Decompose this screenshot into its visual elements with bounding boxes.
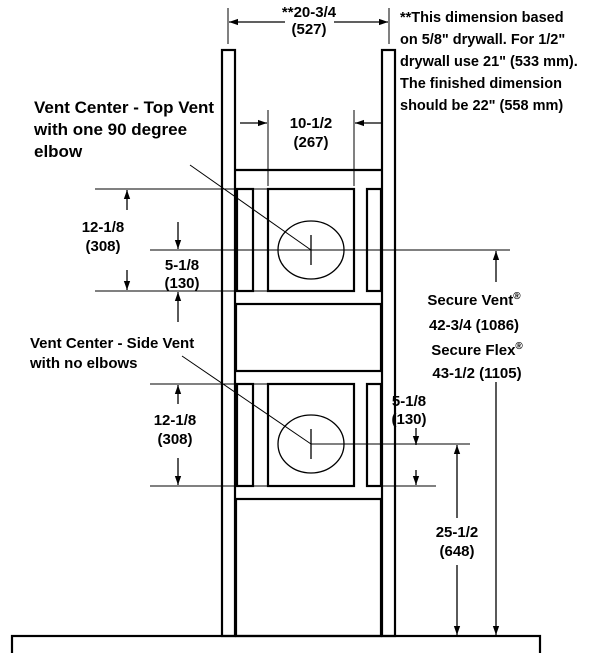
dim-top-box-height-line1: 12-1/8 — [82, 219, 125, 236]
side-vent-box — [266, 382, 356, 488]
dim-inner-width-line1: 10-1/2 — [290, 115, 333, 132]
top-vent-label-line: elbow — [34, 142, 83, 161]
dim-inner-width: 10-1/2 (267) — [240, 110, 382, 186]
dim-side-offset: 5-1/8 (130) — [311, 393, 470, 487]
top-vent-label-line: Vent Center - Top Vent — [34, 98, 214, 117]
top-vent-box — [266, 187, 356, 293]
dim-side-box-height-line2: (308) — [157, 431, 192, 448]
side-vent-leader — [181, 355, 312, 445]
top-vent-leader — [189, 164, 312, 251]
dim-top-width-line2: (527) — [291, 21, 326, 38]
footnote-line: on 5/8" drywall. For 1/2" — [400, 32, 565, 48]
secure-vent-value: 42-3/4 (1086) — [429, 317, 519, 334]
dim-side-height-line2: (648) — [439, 543, 474, 560]
footnote-line: drywall use 21" (533 mm). — [400, 54, 578, 70]
footnote-line: The finished dimension — [400, 76, 562, 92]
dim-top-box-height-line2: (308) — [85, 238, 120, 255]
footnote-line: **This dimension based — [400, 10, 564, 26]
top-vent-label: Vent Center - Top Vent with one 90 degre… — [33, 98, 312, 251]
dim-top-offset: 5-1/8 (130) — [150, 222, 510, 322]
side-vent-label-line: Vent Center - Side Vent — [30, 335, 194, 352]
dim-side-height-line1: 25-1/2 — [436, 524, 479, 541]
side-right-cripple — [365, 382, 383, 488]
middle-block — [234, 302, 383, 373]
dim-side-height: 25-1/2 (648) — [436, 445, 479, 635]
footnote-line: should be 22" (558 mm) — [400, 98, 563, 114]
dim-top-width-line1: **20-3/4 — [282, 4, 337, 21]
side-vent-label-line: with no elbows — [29, 355, 138, 372]
dim-side-box-height-line1: 12-1/8 — [154, 412, 197, 429]
secure-vent-name: Secure Vent® — [427, 291, 521, 309]
secure-flex-value: 43-1/2 (1105) — [432, 365, 521, 382]
dim-top-width: **20-3/4 (527) — [227, 4, 390, 44]
dim-side-offset-line1: 5-1/8 — [392, 393, 426, 410]
top-vent-label-line: with one 90 degree — [33, 120, 187, 139]
top-right-cripple — [365, 187, 383, 293]
dim-top-offset-line2: (130) — [164, 275, 199, 292]
base-plate — [10, 634, 542, 653]
secure-vent-dimension: Secure Vent® 42-3/4 (1086) Secure Flex® … — [427, 251, 523, 635]
secure-flex-name: Secure Flex® — [431, 341, 523, 359]
dim-top-offset-line1: 5-1/8 — [165, 257, 199, 274]
lower-block — [234, 497, 383, 638]
dim-side-offset-line2: (130) — [391, 411, 426, 428]
left-outer-stud — [220, 48, 237, 638]
dim-top-box-height: 12-1/8 (308) — [82, 188, 268, 292]
dim-inner-width-line2: (267) — [293, 134, 328, 151]
dim-side-box-height: 12-1/8 (308) — [150, 383, 268, 487]
right-outer-stud — [380, 48, 397, 638]
side-vent-label: Vent Center - Side Vent with no elbows — [29, 335, 312, 445]
footnote: **This dimension based on 5/8" drywall. … — [400, 10, 578, 114]
top-left-cripple — [235, 187, 255, 293]
